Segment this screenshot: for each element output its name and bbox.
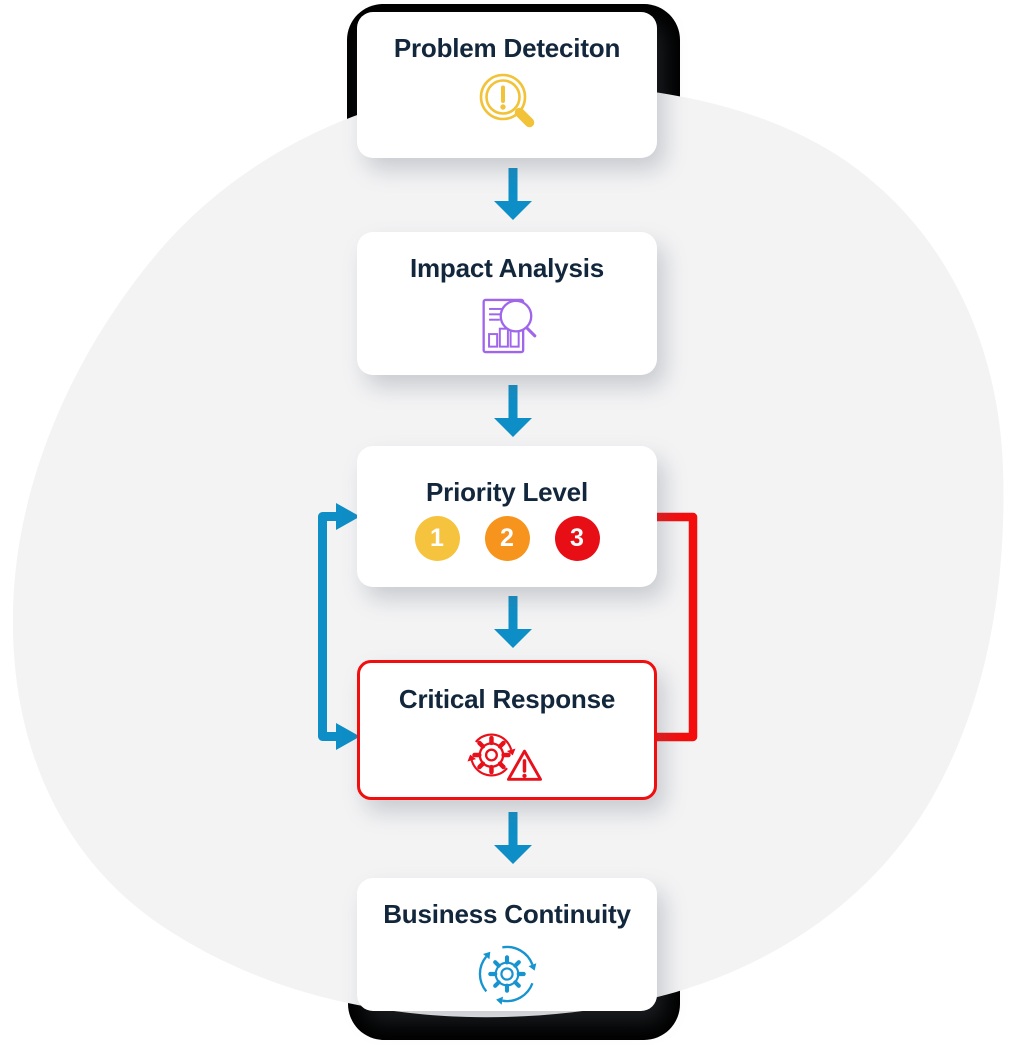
down-arrow-1 [494,168,532,220]
step-card-critical-response: Critical Response [357,660,657,800]
magnifier-alert-icon [479,73,535,128]
priority-badge-2: 2 [484,516,530,561]
step-title: Priority Level [426,477,588,507]
step-title: Business Continuity [383,899,631,929]
step-card-problem-detection: Problem Deteciton [357,12,657,158]
down-arrow-2 [494,385,532,437]
loop-left-arrowhead-bottom [336,723,360,750]
step-title: Critical Response [398,684,616,714]
priority-level-badges: 1 2 3 [414,516,600,561]
loop-left-arrowhead-top [336,503,360,530]
gear-alert-icon [467,733,542,781]
down-arrow-3 [494,596,532,648]
step-title: Problem Deteciton [393,33,621,63]
step-title: Impact Analysis [409,253,604,283]
priority-badge-3: 3 [554,516,600,561]
step-card-business-continuity: Business Continuity [357,878,657,1011]
down-arrow-4 [494,812,532,864]
loop-left-connector [318,503,360,750]
step-card-impact-analysis: Impact Analysis [357,232,657,375]
chart-magnifier-icon [482,298,537,354]
gear-cycle-icon [467,945,538,1011]
priority-badge-1: 1 [414,516,460,561]
loop-right-connector [657,512,698,742]
step-card-priority-level: Priority Level 1 2 3 [357,446,657,587]
